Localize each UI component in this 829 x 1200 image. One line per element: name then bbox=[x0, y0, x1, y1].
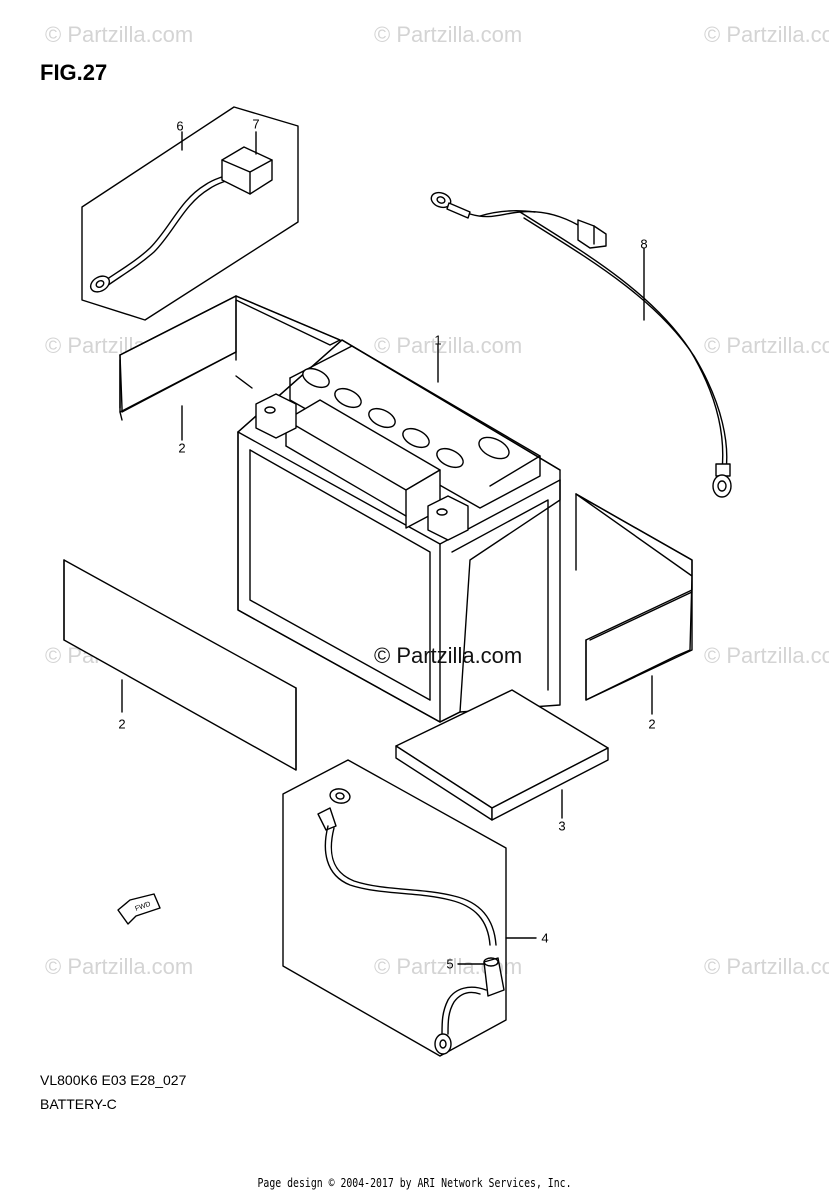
figure-code: VL800K6 E03 E28_027 bbox=[40, 1072, 187, 1088]
battery-pad-right bbox=[575, 493, 693, 715]
callout-6: 6 bbox=[176, 118, 184, 134]
watermark: © Partzilla.com bbox=[704, 22, 829, 47]
negative-cable-panel bbox=[282, 759, 537, 1057]
callout-7: 7 bbox=[252, 116, 260, 132]
figure-title: FIG.27 bbox=[40, 60, 108, 85]
lead-wire-panel bbox=[81, 106, 299, 321]
callout-2-left: 2 bbox=[118, 716, 126, 732]
battery bbox=[237, 339, 561, 723]
battery-bottom-pad bbox=[395, 689, 609, 821]
callout-4: 4 bbox=[541, 930, 549, 946]
callout-5: 5 bbox=[446, 956, 454, 972]
watermark: © Partzilla.com bbox=[704, 954, 829, 979]
watermark: © Partzilla.com bbox=[704, 643, 829, 668]
callout-3: 3 bbox=[558, 818, 566, 834]
battery-pad-upper-left bbox=[119, 295, 341, 441]
page-credit: Page design © 2004-2017 by ARI Network S… bbox=[257, 1176, 572, 1190]
watermark: © Partzilla.com bbox=[374, 333, 523, 358]
callout-2-upper-left: 2 bbox=[178, 440, 186, 456]
center-watermark: © Partzilla.com bbox=[374, 643, 523, 668]
watermark: © Partzilla.com bbox=[374, 22, 523, 47]
watermark: © Partzilla.com bbox=[45, 22, 194, 47]
watermark: © Partzilla.com bbox=[704, 333, 829, 358]
battery-harness bbox=[430, 191, 732, 498]
battery-pad-left bbox=[63, 559, 297, 771]
figure-name: BATTERY-C bbox=[40, 1096, 117, 1112]
callout-2-right: 2 bbox=[648, 716, 656, 732]
watermark: © Partzilla.com bbox=[45, 954, 194, 979]
callout-1: 1 bbox=[434, 332, 442, 348]
forward-direction-badge: FWD bbox=[117, 893, 161, 925]
callout-8: 8 bbox=[640, 236, 648, 252]
